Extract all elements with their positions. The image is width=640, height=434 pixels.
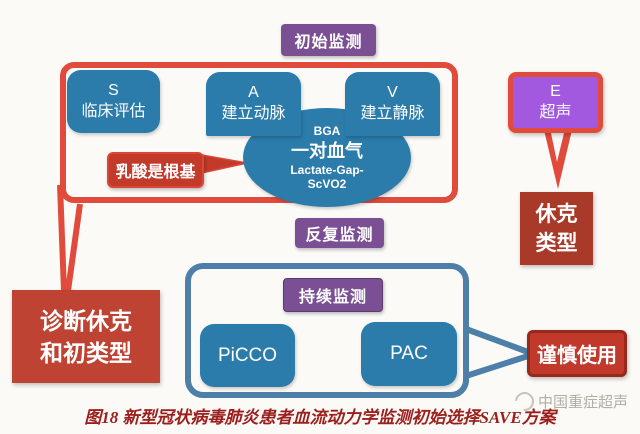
lactate-callout-label: 乳酸是根基 xyxy=(115,164,196,181)
save-box-v: V 建立静脉 xyxy=(345,72,440,136)
e-pointer-notch xyxy=(551,133,564,162)
save-box-e-letter: E xyxy=(550,82,561,100)
device-picco: PiCCO xyxy=(200,324,295,387)
caution-box-label: 谨慎使用 xyxy=(537,345,617,367)
save-box-s-label: 临床评估 xyxy=(81,102,146,120)
device-pac: PAC xyxy=(361,322,457,386)
save-box-a-label: 建立动脉 xyxy=(221,105,286,122)
bga-sub2: ScVO2 xyxy=(307,177,347,191)
stage-initial-monitoring-label: 初始监测 xyxy=(294,34,363,51)
save-box-e: E 超声 xyxy=(508,72,603,133)
shock-type-line2: 类型 xyxy=(535,231,578,255)
device-picco-label: PiCCO xyxy=(217,344,278,366)
shock-type-line1: 休克 xyxy=(535,202,578,226)
diagnose-shock-line2: 和初类型 xyxy=(40,339,132,366)
watermark-text: 中国重症超声 xyxy=(537,394,628,411)
stage-repeat-monitoring: 反复监测 xyxy=(295,218,384,248)
save-box-a: A 建立动脉 xyxy=(206,72,301,136)
save-box-s: S 临床评估 xyxy=(67,70,160,133)
stage-continuous-monitoring: 持续监测 xyxy=(283,278,383,312)
device-pac-label: PAC xyxy=(390,343,428,364)
bga-title: 一对血气 xyxy=(291,141,363,161)
save-box-v-letter: V xyxy=(387,84,398,101)
blue-tail-bottom-line xyxy=(465,353,529,379)
diagnose-shock-box: 诊断休克 和初类型 xyxy=(12,290,160,383)
caution-box: 谨慎使用 xyxy=(527,330,627,377)
red-tail-right-line xyxy=(65,203,83,292)
stage-initial-monitoring: 初始监测 xyxy=(281,24,376,56)
e-pointer xyxy=(544,130,572,189)
stage-continuous-monitoring-label: 持续监测 xyxy=(298,289,367,306)
bga-abbr: BGA xyxy=(313,124,341,138)
initial-monitoring-frame xyxy=(60,62,458,203)
stage-repeat-monitoring-label: 反复监测 xyxy=(305,227,374,244)
watermark: 中国重症超声 xyxy=(511,388,628,415)
lactate-callout: 乳酸是根基 xyxy=(107,152,204,188)
save-box-v-label: 建立静脉 xyxy=(360,105,425,122)
blue-tail-top-line xyxy=(464,326,530,355)
shock-type-box: 休克 类型 xyxy=(520,192,593,265)
save-box-s-letter: S xyxy=(108,81,119,99)
figure-caption: 图18 新型冠状病毒肺炎患者血流动力学监测初始选择SAVE方案 xyxy=(84,408,556,427)
save-box-e-label: 超声 xyxy=(539,103,572,121)
save-box-a-letter: A xyxy=(248,84,259,101)
red-tail-left-line xyxy=(57,184,67,292)
diagnose-shock-line1: 诊断休克 xyxy=(40,307,132,334)
bga-sub1: Lactate-Gap- xyxy=(290,163,364,177)
